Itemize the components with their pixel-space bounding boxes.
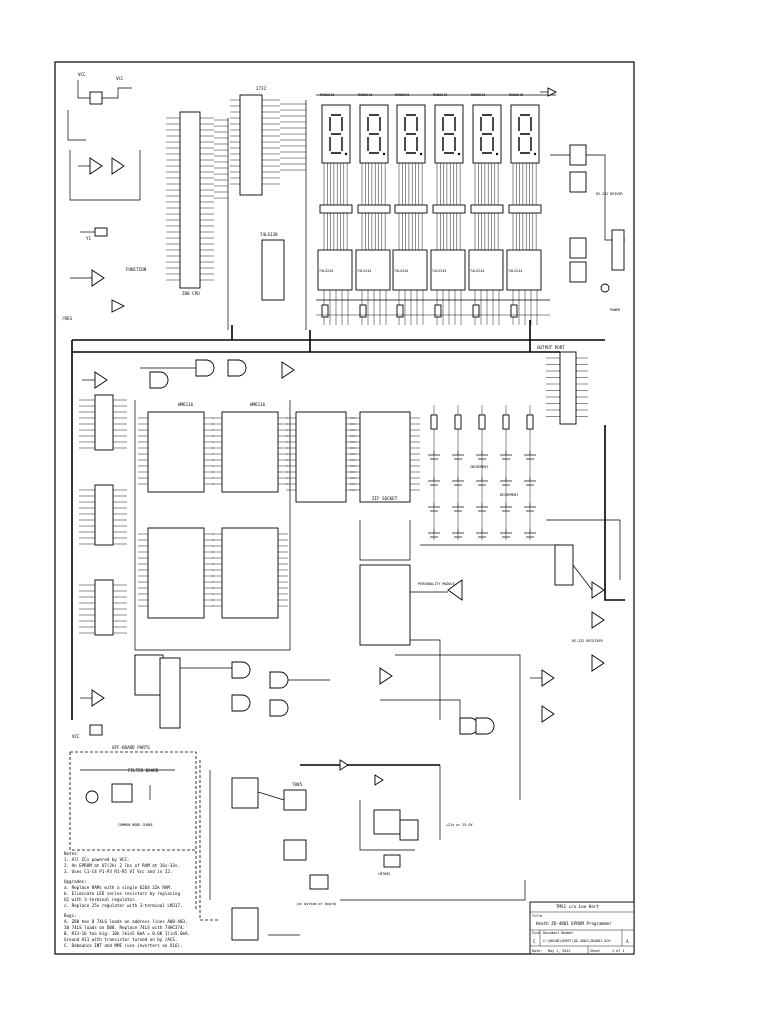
rs232-receiver-section: RS-232 RECEIVER [530,425,625,723]
memory-chip [212,527,288,619]
svg-text:/RES: /RES [62,316,73,321]
seven-segment-displays: MAN664074LS244MAN664074LS244MAN664074LS2… [316,93,556,325]
driver-part-label: 74LS244 [357,269,371,273]
upgrade-line-1: a. Replace RAMs with a single 6264 32k R… [64,885,172,890]
latch-chip [79,579,127,636]
driver-part-label: 74LS244 [432,269,446,273]
bug-line-1: A. Z80 has 8 74LS loads on address lines… [64,919,188,924]
main-bus [71,320,605,720]
memory-chip [350,411,420,503]
rs232-receiver-label: RS-232 RECEIVER [572,639,604,643]
driver-part-label: 74LS244 [319,269,333,273]
left-latch-chips [79,394,127,636]
memory-chip [138,527,214,619]
rs232-driver-label: RS-232 DRIVER [596,192,623,196]
keypad-matrix [420,405,560,546]
gate-row [82,359,295,389]
driver-part-label: 74LS244 [470,269,484,273]
svg-text:Y1: Y1 [86,236,92,241]
notes-heading: Notes: [64,851,79,856]
title-block: TMS1 c/o Lee Hart Title Heath ZD-4801 EP… [529,901,635,955]
upgrade-line-2: b. Eliminate LED series resistors by rep… [64,891,180,896]
bugs-heading: Bugs: [64,913,77,918]
size-field-label: Size [532,931,540,935]
personality-label: PERSONALITY MODULE [418,582,455,586]
upgrades-heading: Upgrades: [64,879,87,884]
memory-chip [286,411,356,503]
output-port: OUTPUT PORT [537,345,588,425]
z80-cpu-label: Z80 CPU [182,291,200,296]
upgrade-line-3: U1 with 3-terminal regulator. [64,897,137,902]
title-text: Heath ZD-4801 EPROM Programmer [536,921,612,926]
svg-text:VCC: VCC [72,734,80,739]
bug-line-2: 10 74LS loads on D00. Replace 74LS with … [64,925,185,930]
increment-label: INCREMENT [470,465,488,469]
filter-board-label: FILTER BOARD [128,768,159,773]
note-line-3: 3. Uses C1-C4 P1-P3 R1-R5 V1 Vcc and in … [64,869,172,874]
latch-chip [79,484,127,546]
ram-u8-label: HM6116 [178,402,194,407]
note-line-1: 1. All ICs powered by VCC. [64,857,130,862]
doc-field-label: Document Number [543,931,574,935]
lower-logic: VCC [72,639,521,800]
decrement-label: DECREMENT [500,493,518,497]
title-company: TMS1 c/o Lee Hart [556,904,599,909]
power-supply-section: OFF-BOARD PARTS FILTER BOARD COMMON MODE… [69,745,526,941]
choke-label: COMMON MODE CHOKE [118,823,153,827]
personality-module: PERSONALITY MODULE [359,564,463,646]
note-line-2: 2. An EPROM at U7(2k) 2 lbs of RAM at 16… [64,863,180,868]
decoder-label: 74LS138 [260,232,278,237]
rev-value: A [626,939,629,944]
sheet-value: 1 of 1 [612,949,624,953]
rs232-driver-section: RS-232 DRIVER POWER [540,87,625,312]
sheet-field-label: Sheet [590,949,600,953]
latch-chip [79,394,127,451]
bug-line-4: Ground A11 with transistor turned on by … [64,937,177,942]
date-value: May 1, 2012 [548,949,570,953]
lm7805-label: LM7805 [378,872,390,876]
memory-chips [134,400,420,651]
sheet-border [54,61,635,955]
memory-chip [138,411,214,493]
bug-line-3: B. R13-16 too big: 10k lkin5 6mA = 0.6K … [64,931,190,936]
size-value: C [533,939,536,944]
svg-text:VCC: VCC [116,76,124,81]
vpp-label: +21v or 25.0V [446,823,473,827]
doc-value: C:\ORCAD\SHEET\ZD-4801\ZD4801.SCH [543,939,610,943]
upgrade-line-4: c. Replace 25v regulator with 3-terminal… [64,903,183,908]
eprom-socket-label: ZIF SOCKET [372,496,398,501]
vreg-label: 7805 [292,782,303,787]
off-board-label: OFF-BOARD PARTS [112,745,150,750]
eprom-2732: 2732 [230,86,280,196]
memory-chip [212,411,288,493]
driver-part-label: 74LS244 [394,269,408,273]
z80-cpu: Z80 CPU [166,111,214,296]
cpu-bus-lines [214,100,307,330]
function-key-label: FUNCTION [126,267,147,272]
notes-block: Notes: 1. All ICs powered by VCC. 2. An … [64,851,190,948]
power-label: POWER [610,308,621,312]
output-port-label: OUTPUT PORT [537,345,565,350]
ram-u11-label: HM6116 [250,402,266,407]
date-field-label: Date: [532,949,542,953]
bug-line-5: C. Debounce INT and NMI (use inverters o… [64,943,183,948]
eprom-2732-label: 2732 [256,86,267,91]
clock-reset-section: VCC VCC Y1 FUNCTION /RES [62,72,147,321]
driver-part-label: 74LS244 [508,269,522,273]
title-field-label: Title [532,914,542,918]
svg-text:(on bottom of board): (on bottom of board) [296,902,337,906]
svg-text:VCC: VCC [78,72,86,77]
decoder-74ls138: 74LS138 [260,232,285,301]
